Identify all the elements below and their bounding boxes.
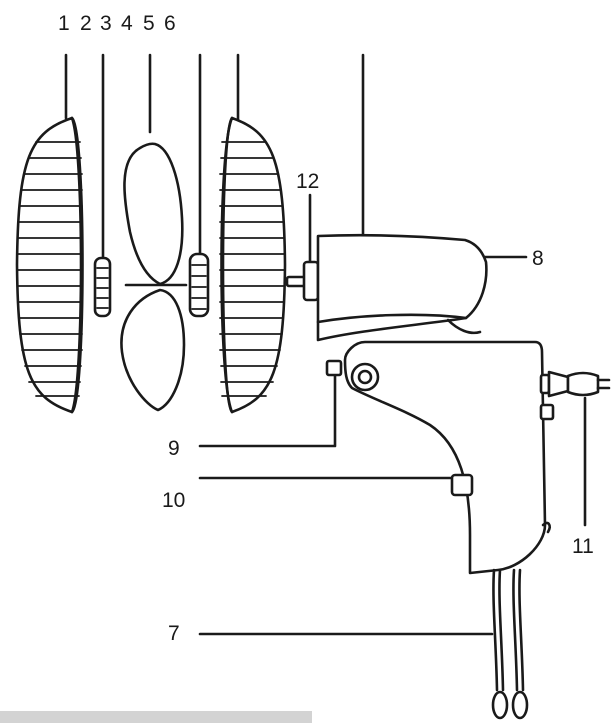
callout-label-5: 5 [143, 12, 155, 35]
rear-guard [15, 116, 84, 414]
callout-label-11: 11 [572, 535, 594, 558]
fan-blade [120, 142, 188, 412]
callout-label-6: 6 [164, 12, 176, 35]
power-cord [539, 370, 611, 398]
callout-label-1: 1 [58, 12, 70, 35]
callout-label-8: 8 [532, 247, 544, 270]
callout-label-10: 10 [162, 489, 185, 512]
motor-shaft [285, 260, 320, 302]
callout-label-4: 4 [121, 12, 133, 35]
callout-label-12: 12 [296, 170, 319, 193]
callout-label-9: 9 [168, 437, 180, 460]
motor-housing [316, 233, 488, 342]
wall-bracket [343, 340, 555, 575]
callout-label-7: 7 [168, 622, 180, 645]
callout-label-2: 2 [80, 12, 92, 35]
front-guard [219, 116, 287, 414]
tilt-knob [325, 359, 343, 377]
leader-lines [64, 53, 587, 636]
pull-cords [491, 568, 529, 720]
caption-bar [0, 711, 312, 723]
callout-label-3: 3 [100, 12, 112, 35]
spinner-nut [93, 256, 112, 318]
blade-nut [188, 252, 210, 318]
